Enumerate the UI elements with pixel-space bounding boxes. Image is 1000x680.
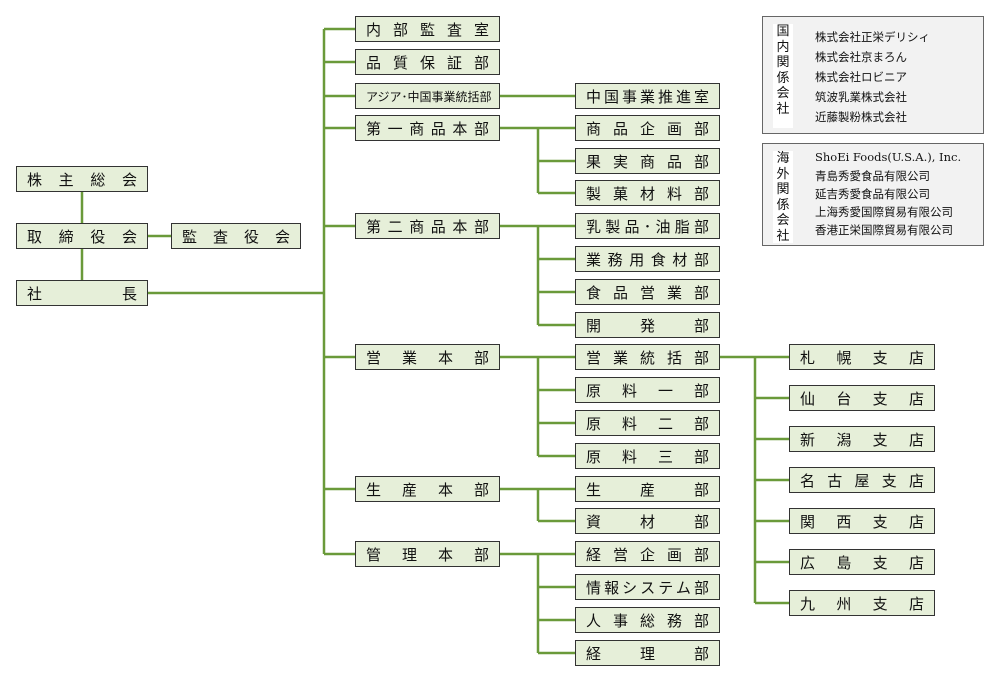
overseas-affiliate-item: 上海秀愛国際貿易有限公司 <box>815 205 953 219</box>
materials-dept-label: 資 材 部 <box>586 512 709 531</box>
branch-hiroshima-label: 広島支店 <box>800 553 924 572</box>
div2-label: 第二商品本部 <box>366 217 489 236</box>
div2-development-box: 開 発 部 <box>575 312 720 338</box>
sales-general-label: 営業統括部 <box>586 348 709 367</box>
materials-dept-box: 資 材 部 <box>575 508 720 534</box>
asia-china-box: アジア･中国事業統括部 <box>355 83 500 109</box>
div2-box: 第二商品本部 <box>355 213 500 239</box>
branch-sendai-box: 仙台支店 <box>789 385 935 411</box>
div2-dairy-box: 乳製品･油脂部 <box>575 213 720 239</box>
china-promotion-label: 中国事業推進室 <box>586 87 709 106</box>
domestic-affiliate-item: 筑波乳業株式会社 <box>815 90 907 104</box>
sales-raw2-label: 原料二部 <box>586 414 709 433</box>
branch-hiroshima-box: 広島支店 <box>789 549 935 575</box>
branch-nagoya-label: 名古屋支店 <box>800 471 924 490</box>
domestic-affiliate-item: 近藤製粉株式会社 <box>815 110 907 124</box>
sales-raw3-label: 原料三部 <box>586 447 709 466</box>
branch-nagoya-box: 名古屋支店 <box>789 467 935 493</box>
admin-is-label: 情報システム部 <box>586 578 709 597</box>
overseas-affiliate-item: 香港正栄国際貿易有限公司 <box>815 223 953 237</box>
admin-planning-label: 経営企画部 <box>586 545 709 564</box>
div1-fruit-box: 果実商品部 <box>575 148 720 174</box>
branch-kyushu-label: 九州支店 <box>800 594 924 613</box>
branch-kansai-box: 関西支店 <box>789 508 935 534</box>
div1-confectionery-label: 製菓材料部 <box>586 184 709 203</box>
div1-box: 第一商品本部 <box>355 115 500 141</box>
div2-development-label: 開 発 部 <box>586 316 709 335</box>
president-box: 社 長 <box>16 280 148 306</box>
div1-fruit-label: 果実商品部 <box>586 152 709 171</box>
sales-raw1-label: 原料一部 <box>586 381 709 400</box>
div2-food-sales-label: 食品営業部 <box>586 283 709 302</box>
internal-audit-label: 内部監査室 <box>366 20 489 39</box>
admin-division-label: 管理本部 <box>366 545 489 564</box>
audit-board-box: 監査役会 <box>171 223 301 249</box>
audit-board-label: 監査役会 <box>182 227 290 246</box>
board-of-directors-label: 取締役会 <box>27 227 137 246</box>
branch-niigata-box: 新潟支店 <box>789 426 935 452</box>
admin-accounting-label: 経 理 部 <box>586 644 709 663</box>
production-dept-box: 生 産 部 <box>575 476 720 502</box>
branch-kansai-label: 関西支店 <box>800 512 924 531</box>
overseas-affiliate-item: 延吉秀愛食品有限公司 <box>815 187 930 201</box>
div2-food-sales-box: 食品営業部 <box>575 279 720 305</box>
production-division-box: 生産本部 <box>355 476 500 502</box>
quality-assurance-label: 品質保証部 <box>366 53 489 72</box>
production-division-label: 生産本部 <box>366 480 489 499</box>
shareholders-meeting-box: 株主総会 <box>16 166 148 192</box>
admin-planning-box: 経営企画部 <box>575 541 720 567</box>
branch-sapporo-box: 札幌支店 <box>789 344 935 370</box>
admin-hr-box: 人事総務部 <box>575 607 720 633</box>
overseas-affiliates-panel: 海外関係会社 ShoEi Foods(U.S.A.), Inc. 青島秀愛食品有… <box>762 143 984 246</box>
sales-raw1-box: 原料一部 <box>575 377 720 403</box>
sales-division-label: 営業本部 <box>366 348 489 367</box>
branch-niigata-label: 新潟支店 <box>800 430 924 449</box>
president-label: 社 長 <box>27 284 137 303</box>
overseas-affiliates-label: 海外関係会社 <box>773 151 793 244</box>
domestic-affiliates-panel: 国内関係会社 株式会社正栄デリシィ 株式会社京まろん 株式会社ロビニア 筑波乳業… <box>762 16 984 134</box>
board-of-directors-box: 取締役会 <box>16 223 148 249</box>
div1-planning-box: 商品企画部 <box>575 115 720 141</box>
overseas-affiliate-item: ShoEi Foods(U.S.A.), Inc. <box>815 150 962 164</box>
sales-general-box: 営業統括部 <box>575 344 720 370</box>
domestic-affiliate-item: 株式会社ロビニア <box>815 70 907 84</box>
admin-is-box: 情報システム部 <box>575 574 720 600</box>
internal-audit-box: 内部監査室 <box>355 16 500 42</box>
admin-division-box: 管理本部 <box>355 541 500 567</box>
domestic-affiliates-label: 国内関係会社 <box>773 24 793 128</box>
div2-dairy-label: 乳製品･油脂部 <box>586 217 709 236</box>
div1-label: 第一商品本部 <box>366 119 489 138</box>
div1-confectionery-box: 製菓材料部 <box>575 180 720 206</box>
overseas-affiliate-item: 青島秀愛食品有限公司 <box>815 169 930 183</box>
quality-assurance-box: 品質保証部 <box>355 49 500 75</box>
china-promotion-box: 中国事業推進室 <box>575 83 720 109</box>
div2-commercial-label: 業務用食材部 <box>586 250 709 269</box>
production-dept-label: 生 産 部 <box>586 480 709 499</box>
admin-accounting-box: 経 理 部 <box>575 640 720 666</box>
admin-hr-label: 人事総務部 <box>586 611 709 630</box>
domestic-affiliate-item: 株式会社正栄デリシィ <box>815 30 930 44</box>
sales-raw3-box: 原料三部 <box>575 443 720 469</box>
div1-planning-label: 商品企画部 <box>586 119 709 138</box>
shareholders-meeting-label: 株主総会 <box>27 170 137 189</box>
branch-kyushu-box: 九州支店 <box>789 590 935 616</box>
sales-division-box: 営業本部 <box>355 344 500 370</box>
asia-china-label: アジア･中国事業統括部 <box>366 89 492 104</box>
div2-commercial-box: 業務用食材部 <box>575 246 720 272</box>
branch-sendai-label: 仙台支店 <box>800 389 924 408</box>
sales-raw2-box: 原料二部 <box>575 410 720 436</box>
domestic-affiliate-item: 株式会社京まろん <box>815 50 907 64</box>
branch-sapporo-label: 札幌支店 <box>800 348 924 367</box>
